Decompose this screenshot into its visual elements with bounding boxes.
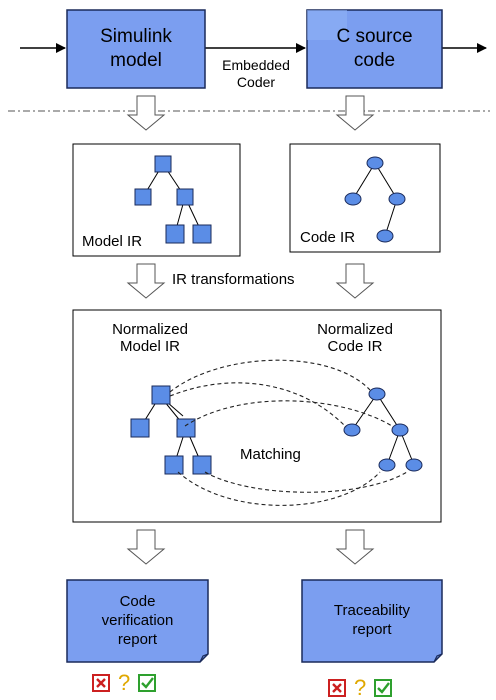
ir-transformations-label: IR transformations bbox=[172, 271, 295, 288]
traceability-report-title: Traceability report bbox=[333, 602, 411, 638]
model-ir-label: Model IR bbox=[82, 233, 143, 250]
simulink-model-title: Simulink model bbox=[100, 26, 172, 71]
traceability-report-doc bbox=[301, 579, 443, 663]
simulink-model-box bbox=[66, 9, 206, 89]
c-source-box bbox=[306, 9, 443, 89]
check-box-icon bbox=[374, 679, 393, 697]
verification-status-icons: ? bbox=[92, 670, 157, 696]
code-ir-label: Code IR bbox=[300, 229, 356, 246]
normalized-code-ir-label: Normalized Code IR bbox=[317, 321, 393, 355]
check-box-icon bbox=[138, 674, 157, 692]
verification-report-doc bbox=[66, 579, 209, 663]
embedded-coder-label: Embedded Coder bbox=[222, 57, 290, 90]
question-mark-icon: ? bbox=[354, 675, 367, 700]
traceability-status-icons: ? bbox=[328, 675, 393, 700]
x-box-icon bbox=[328, 679, 346, 697]
model-ir-tree bbox=[134, 155, 212, 244]
code-ir-panel bbox=[289, 143, 441, 253]
matching-curves bbox=[169, 359, 408, 506]
normalized-code-tree bbox=[343, 387, 423, 472]
question-mark-icon: ? bbox=[118, 670, 131, 695]
matching-label: Matching bbox=[240, 446, 301, 463]
normalized-model-tree bbox=[130, 385, 212, 475]
c-source-code-title: C source code bbox=[336, 26, 413, 71]
normalized-model-ir-label: Normalized Model IR bbox=[112, 321, 188, 355]
hollow-down-arrows bbox=[126, 95, 375, 565]
code-ir-tree bbox=[344, 156, 406, 243]
matching-panel bbox=[72, 309, 442, 523]
x-box-icon bbox=[92, 674, 110, 692]
code-verification-report-title: Code verification report bbox=[101, 592, 174, 648]
